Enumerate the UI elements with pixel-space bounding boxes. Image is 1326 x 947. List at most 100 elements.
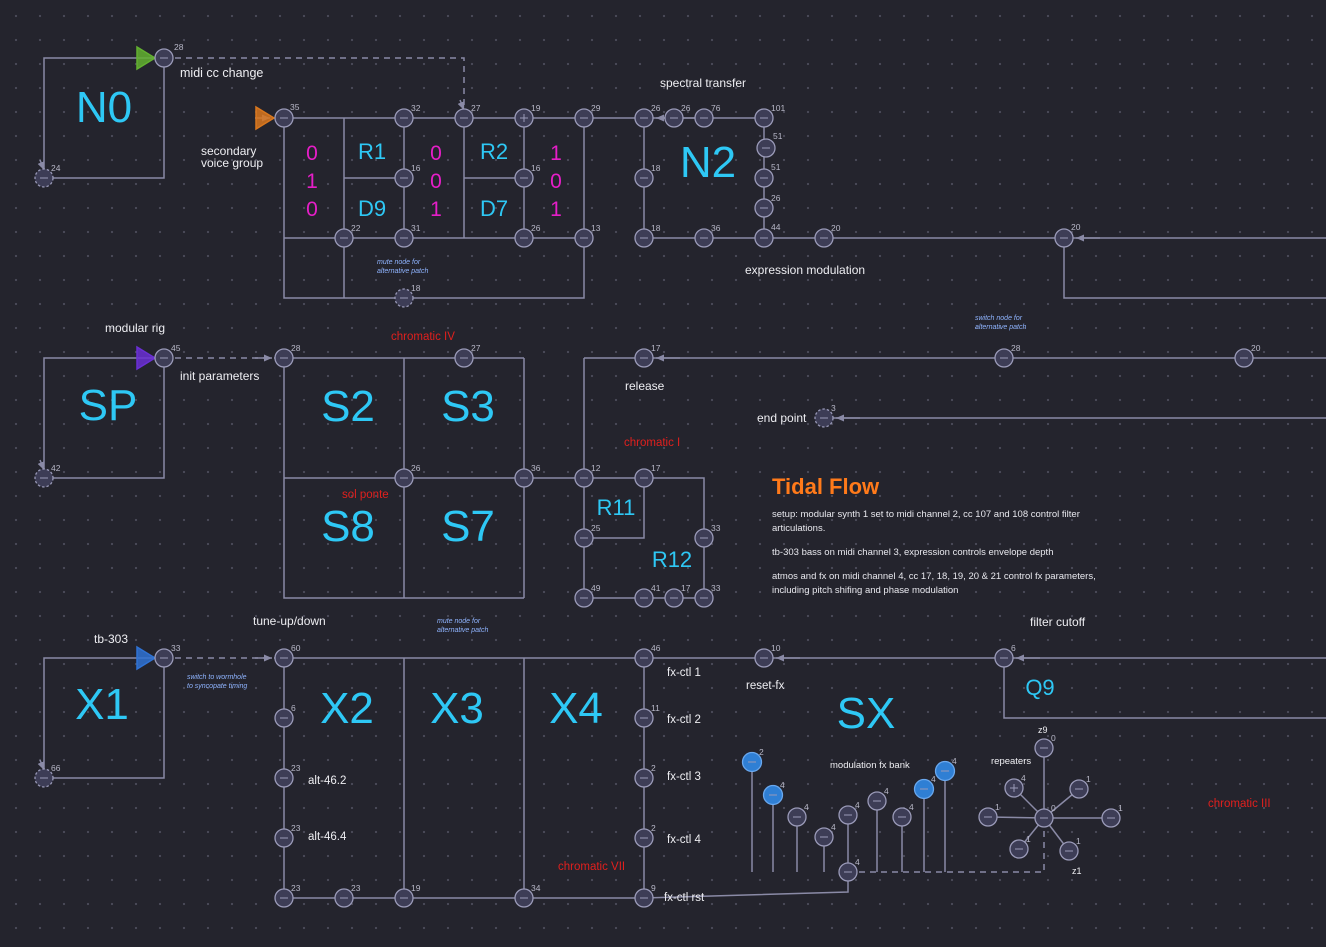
node-number: 66 bbox=[51, 763, 61, 773]
block-label: N2 bbox=[680, 138, 736, 187]
state-digit: 0 bbox=[306, 142, 318, 165]
block-label: R12 bbox=[652, 547, 692, 572]
node-number: 12 bbox=[591, 463, 601, 473]
node-number: 4 bbox=[931, 774, 936, 784]
node-number: 2 bbox=[651, 823, 656, 833]
text-label: z9 bbox=[1038, 725, 1048, 735]
block-label: N0 bbox=[76, 83, 132, 132]
chromatic-label: chromatic III bbox=[1208, 798, 1271, 810]
node-number: 32 bbox=[411, 103, 421, 113]
node-number: 36 bbox=[531, 463, 541, 473]
block-label: D9 bbox=[358, 196, 386, 221]
node-number: 4 bbox=[1021, 773, 1026, 783]
node-number: 26 bbox=[531, 223, 541, 233]
node-number: 26 bbox=[681, 103, 691, 113]
text-label: repeaters bbox=[991, 756, 1031, 767]
state-digit: 1 bbox=[430, 198, 442, 221]
trigger-midi-cc-icon[interactable] bbox=[136, 45, 157, 71]
text-label: midi cc change bbox=[180, 66, 263, 80]
node-number: 4 bbox=[831, 822, 836, 832]
block-label: R11 bbox=[597, 495, 636, 520]
block-label: S8 bbox=[321, 502, 375, 551]
node-number: 0 bbox=[1051, 733, 1056, 743]
node-number: 28 bbox=[291, 343, 301, 353]
node-number: 41 bbox=[651, 583, 661, 593]
text-label: filter cutoff bbox=[1030, 615, 1086, 629]
text-label: tb-303 bbox=[94, 632, 128, 646]
wire-arrow bbox=[457, 99, 465, 111]
node-number: 17 bbox=[651, 343, 661, 353]
wire bbox=[584, 477, 705, 598]
state-digit: 1 bbox=[550, 198, 562, 221]
text-label: fx-ctl 4 bbox=[667, 834, 701, 846]
info-title: Tidal Flow bbox=[772, 474, 880, 499]
block-label: D7 bbox=[480, 196, 508, 221]
node-number: 2 bbox=[651, 763, 656, 773]
text-label: z1 bbox=[1072, 866, 1082, 876]
node-number: 20 bbox=[831, 223, 841, 233]
block-label: SX bbox=[837, 689, 896, 738]
wire bbox=[43, 57, 164, 178]
annotation-note: switch to wormhole bbox=[187, 674, 247, 681]
wire-arrow bbox=[37, 759, 45, 771]
text-label: secondary bbox=[201, 144, 256, 158]
text-label: modular rig bbox=[105, 321, 165, 335]
annotation-note: alternative patch bbox=[377, 268, 428, 275]
wire-arrow bbox=[37, 159, 45, 171]
text-label: fx-ctl 2 bbox=[667, 714, 701, 726]
text-label: alt-46.4 bbox=[308, 831, 347, 843]
trigger-tb303-icon[interactable] bbox=[136, 645, 157, 671]
node-number: 33 bbox=[711, 583, 721, 593]
node-number: 13 bbox=[591, 223, 601, 233]
node-number: 33 bbox=[171, 643, 181, 653]
block-label: R2 bbox=[480, 139, 508, 164]
block-label: X4 bbox=[549, 684, 603, 733]
block-label: X3 bbox=[430, 684, 484, 733]
wire bbox=[43, 357, 164, 478]
info-atmos: atmos and fx on midi channel 4, cc 17, 1… bbox=[772, 571, 1096, 596]
node-number: 23 bbox=[291, 823, 301, 833]
node-number: 19 bbox=[411, 883, 421, 893]
text-label: voice group bbox=[201, 156, 263, 170]
block-label: Q9 bbox=[1025, 675, 1054, 700]
node-number: 23 bbox=[291, 883, 301, 893]
node-number: 31 bbox=[411, 223, 421, 233]
node-number: 34 bbox=[531, 883, 541, 893]
node-number: 51 bbox=[773, 131, 783, 141]
info-panel: Tidal Flow setup: modular synth 1 set to… bbox=[772, 474, 1102, 608]
annotation-note: alternative patch bbox=[437, 627, 488, 634]
node-number: 28 bbox=[174, 42, 184, 52]
node-number: 18 bbox=[411, 283, 421, 293]
node-number: 1 bbox=[1076, 836, 1081, 846]
state-digit: 0 bbox=[306, 198, 318, 221]
node-number: 6 bbox=[1011, 643, 1016, 653]
text-label: fx-ctl rst bbox=[664, 892, 705, 904]
trigger-modular-rig-icon[interactable] bbox=[136, 345, 157, 371]
wire bbox=[584, 478, 645, 539]
node-number: 17 bbox=[651, 463, 661, 473]
node-number: 17 bbox=[681, 583, 691, 593]
node-number: 1 bbox=[1086, 774, 1091, 784]
chromatic-label: sol ponte bbox=[342, 489, 389, 501]
chromatic-label: chromatic VII bbox=[558, 861, 625, 873]
text-label: modulation fx bank bbox=[830, 760, 910, 771]
node-number: 1 bbox=[995, 802, 1000, 812]
node-number: 16 bbox=[411, 163, 421, 173]
node-number: 24 bbox=[51, 163, 61, 173]
node-number: 3 bbox=[831, 403, 836, 413]
annotation-note: mute node for bbox=[437, 618, 481, 625]
node-number: 16 bbox=[531, 163, 541, 173]
wire bbox=[44, 358, 165, 479]
node-number: 60 bbox=[291, 643, 301, 653]
trigger-voice-icon[interactable] bbox=[255, 105, 276, 131]
state-digit: 0 bbox=[550, 170, 562, 193]
node-number: 33 bbox=[711, 523, 721, 533]
node-number: 0 bbox=[1051, 803, 1056, 813]
wire bbox=[44, 658, 165, 779]
node-number: 23 bbox=[351, 883, 361, 893]
node-number: 44 bbox=[771, 222, 781, 232]
text-label: expression modulation bbox=[745, 263, 865, 277]
